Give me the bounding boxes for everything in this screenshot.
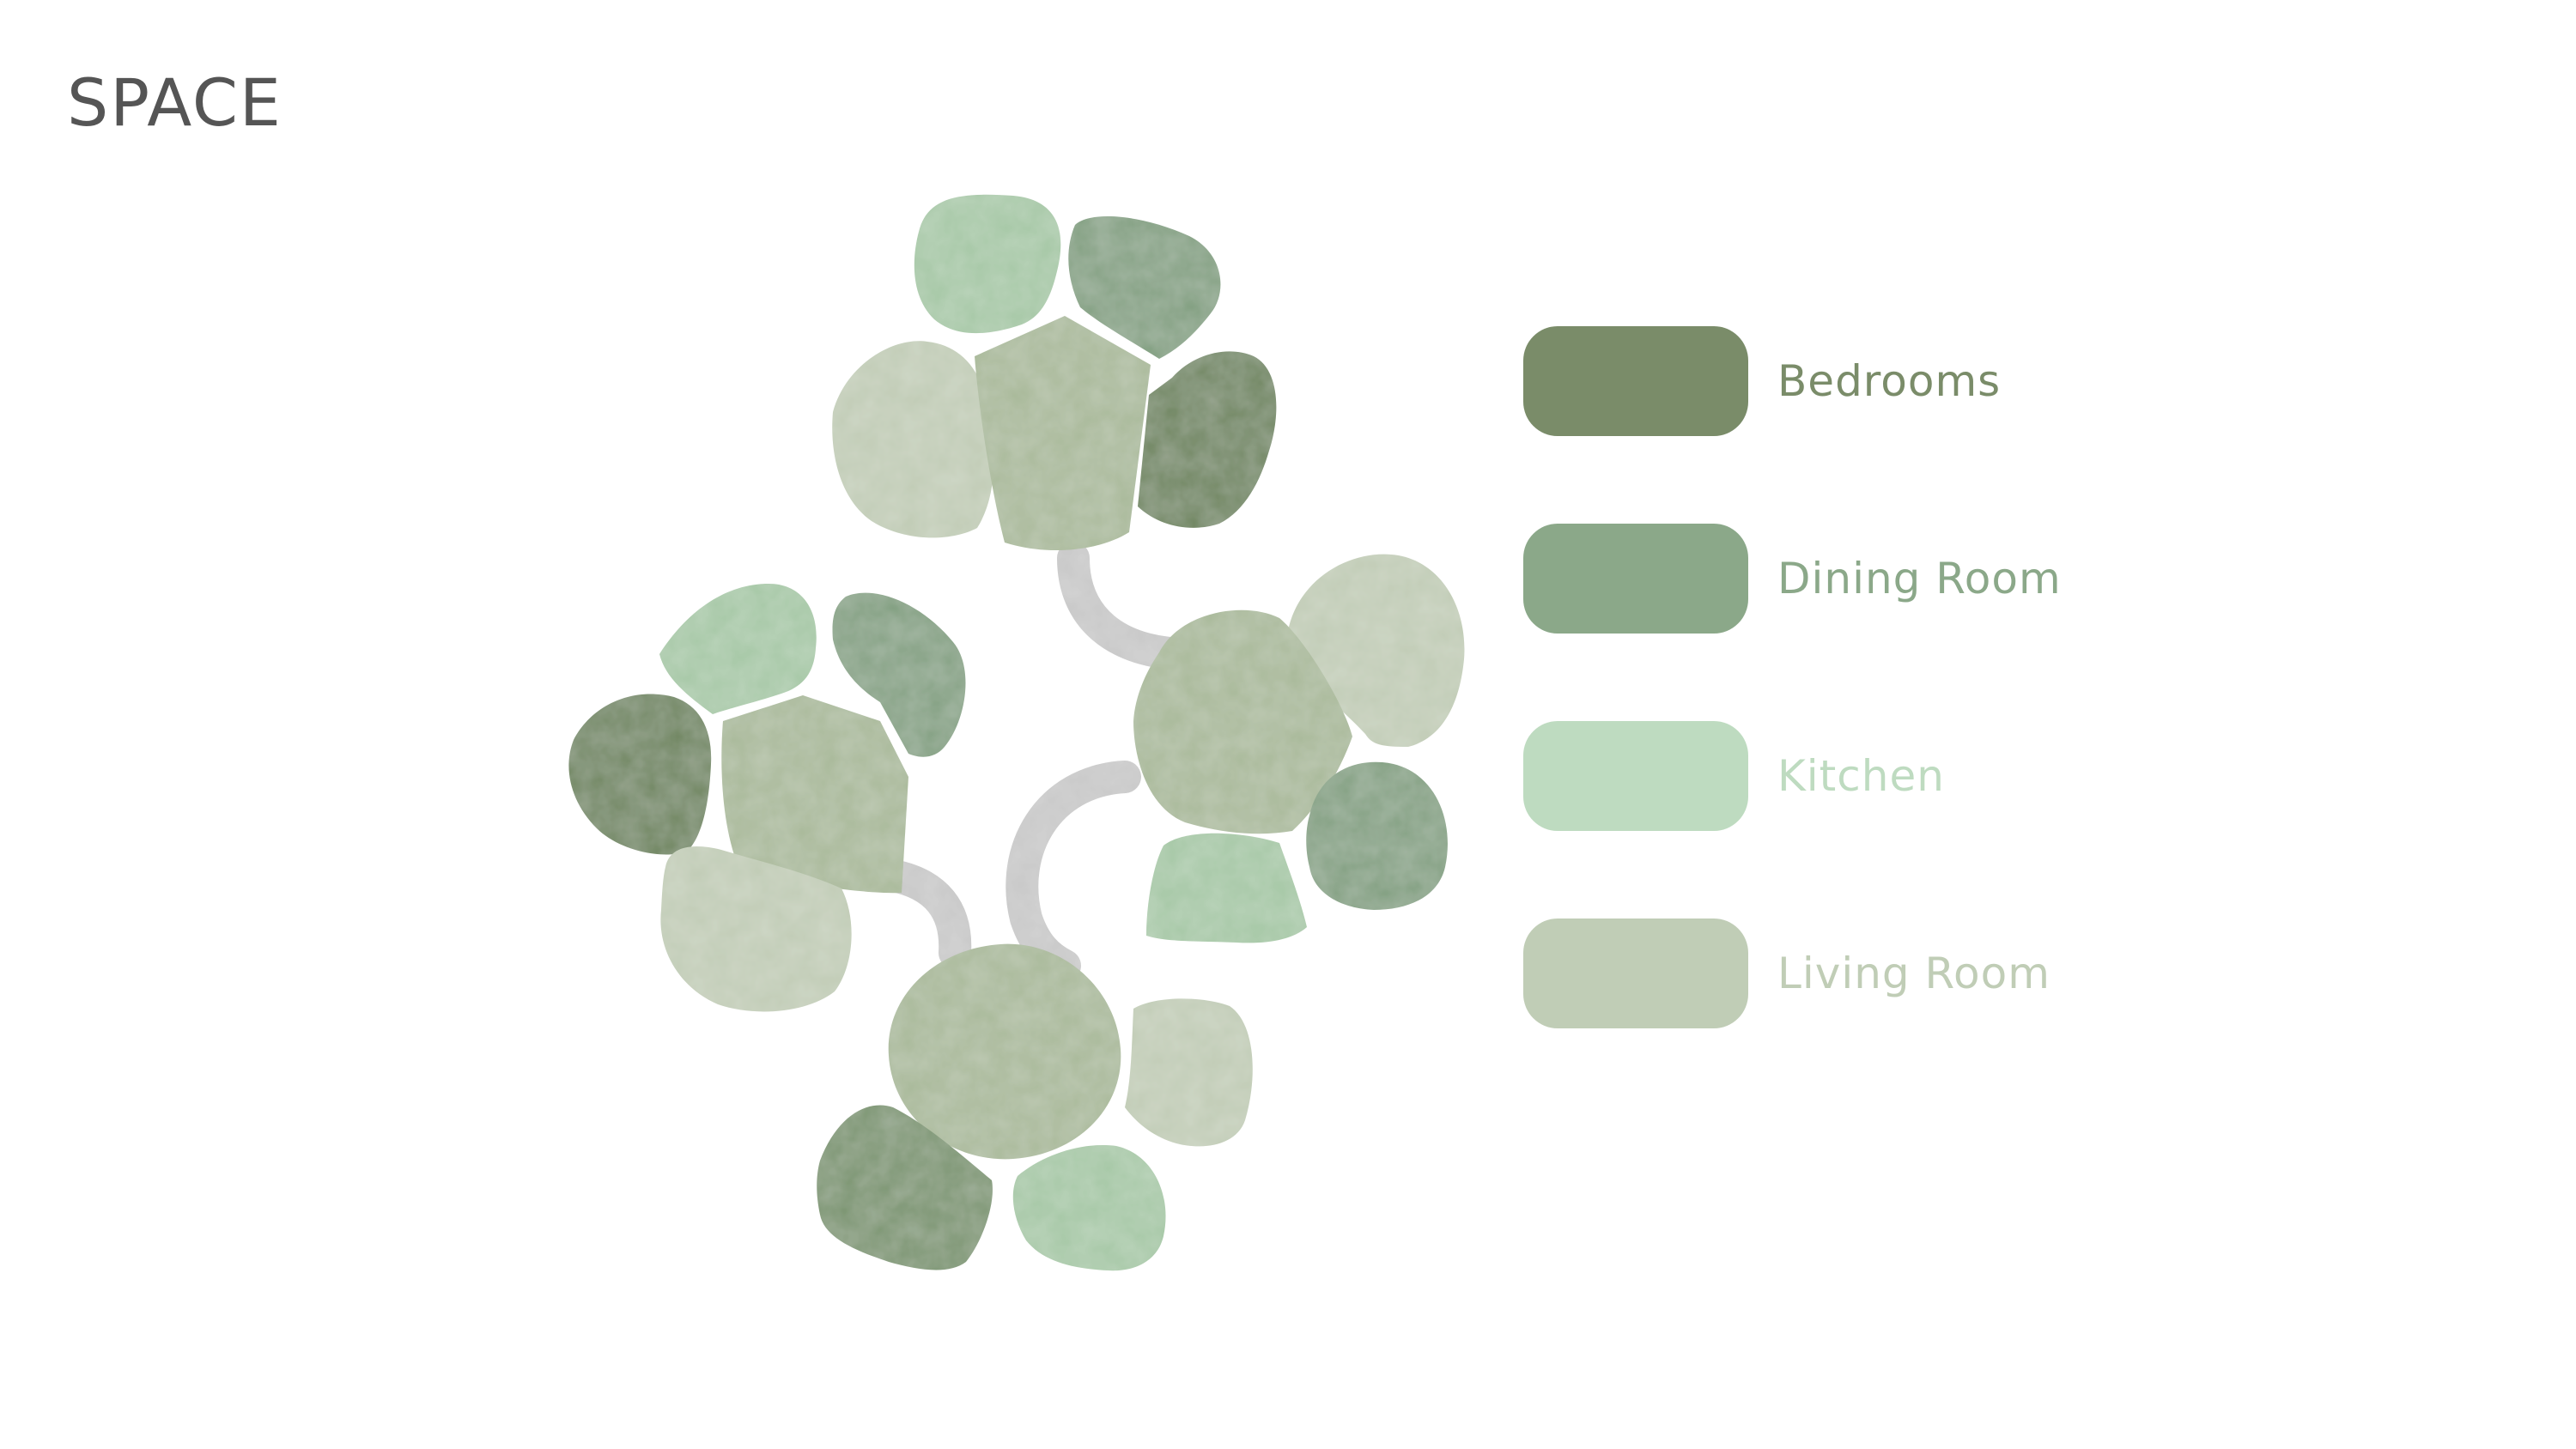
legend-label-bedrooms: Bedrooms xyxy=(1777,356,2002,406)
room-dining xyxy=(1306,761,1448,910)
room-living xyxy=(660,846,852,1012)
room-living xyxy=(1125,998,1253,1147)
legend-swatch-bedrooms xyxy=(1523,326,1748,436)
cluster-right xyxy=(1133,554,1465,943)
room-hub xyxy=(1133,609,1352,834)
legend-item-kitchen: Kitchen xyxy=(1523,721,2124,831)
cluster-left xyxy=(568,584,966,1012)
room-hub xyxy=(975,316,1151,551)
room-kitchen xyxy=(659,584,817,714)
legend-item-living-room: Living Room xyxy=(1523,919,2124,1028)
legend-item-bedrooms: Bedrooms xyxy=(1523,326,2124,436)
connector-path-middle xyxy=(1005,761,1141,982)
room-living xyxy=(832,341,994,538)
page-title: SPACE xyxy=(67,64,283,141)
room-dining xyxy=(832,592,966,757)
legend-label-living-room: Living Room xyxy=(1777,949,2050,998)
legend-item-dining-room: Dining Room xyxy=(1523,524,2124,634)
legend-label-kitchen: Kitchen xyxy=(1777,751,1945,801)
room-kitchen xyxy=(1012,1145,1166,1271)
connector-path-left xyxy=(877,859,972,969)
legend-label-dining-room: Dining Room xyxy=(1777,554,2062,603)
room-hub xyxy=(888,943,1121,1160)
room-hub xyxy=(721,695,908,894)
room-dining xyxy=(1068,216,1221,359)
room-bedroom xyxy=(568,694,712,855)
room-bedroom xyxy=(817,1105,993,1270)
legend-swatch-kitchen xyxy=(1523,721,1748,831)
legend-swatch-dining-room xyxy=(1523,524,1748,634)
legend-swatch-living-room xyxy=(1523,919,1748,1028)
cluster-bottom xyxy=(817,943,1253,1271)
room-kitchen xyxy=(914,194,1061,334)
cluster-top xyxy=(832,194,1277,551)
room-bedroom xyxy=(1138,351,1277,528)
room-kitchen xyxy=(1146,833,1307,943)
